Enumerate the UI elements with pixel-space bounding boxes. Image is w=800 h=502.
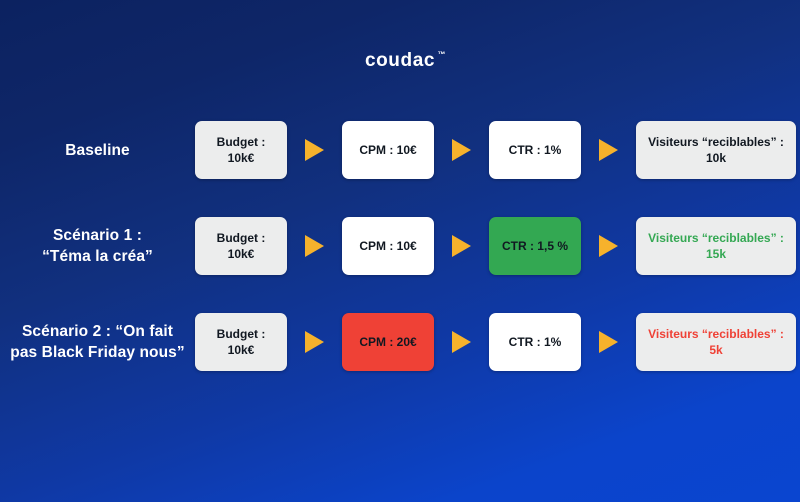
row-flow: Budget : 10k€ CPM : 10€ CTR : 1% Visiteu… <box>195 121 800 179</box>
cpm-card: CPM : 10€ <box>342 217 434 275</box>
result-title: Visiteurs “reciblables” : <box>648 327 784 341</box>
triangle-right-icon <box>452 235 471 257</box>
ctr-card: CTR : 1,5 % <box>489 217 581 275</box>
cpm-card: CPM : 10€ <box>342 121 434 179</box>
triangle-right-icon <box>599 139 618 161</box>
budget-card: Budget : 10k€ <box>195 121 287 179</box>
result-card: Visiteurs “reciblables” : 5k <box>636 313 796 371</box>
row-label: Scénario 1 :“Téma la créa” <box>42 227 153 265</box>
triangle-right-icon <box>599 331 618 353</box>
scenario-matrix: Baseline Budget : 10k€ CPM : 10€ CTR : 1… <box>0 110 800 398</box>
triangle-right-icon <box>599 235 618 257</box>
result-title: Visiteurs “reciblables” : <box>648 231 784 245</box>
brand-logo: coudac ™ <box>0 48 800 74</box>
result-card: Visiteurs “reciblables” : 10k <box>636 121 796 179</box>
triangle-right-icon <box>305 331 324 353</box>
brand-wordmark: coudac ™ <box>364 48 446 74</box>
result-value: 15k <box>705 247 727 261</box>
ctr-card: CTR : 1% <box>489 313 581 371</box>
result-value: 5k <box>709 343 723 357</box>
cpm-card: CPM : 20€ <box>342 313 434 371</box>
row-label: Baseline <box>65 141 130 159</box>
result-value: 10k <box>705 151 727 165</box>
triangle-right-icon <box>305 235 324 257</box>
scenario-row: Baseline Budget : 10k€ CPM : 10€ CTR : 1… <box>0 110 800 190</box>
budget-card: Budget : 10k€ <box>195 217 287 275</box>
triangle-right-icon <box>452 139 471 161</box>
result-card: Visiteurs “reciblables” : 15k <box>636 217 796 275</box>
row-label: Scénario 2 : “On fait pas Black Friday n… <box>10 323 185 361</box>
scenario-row: Scénario 1 :“Téma la créa” Budget : 10k€… <box>0 206 800 286</box>
budget-card: Budget : 10k€ <box>195 313 287 371</box>
triangle-right-icon <box>305 139 324 161</box>
result-title: Visiteurs “reciblables” : <box>648 135 784 149</box>
triangle-right-icon <box>452 331 471 353</box>
ctr-card: CTR : 1% <box>489 121 581 179</box>
brand-wordmark-text: coudac <box>364 50 436 71</box>
row-flow: Budget : 10k€ CPM : 10€ CTR : 1,5 % Visi… <box>195 217 800 275</box>
row-flow: Budget : 10k€ CPM : 20€ CTR : 1% Visiteu… <box>195 313 800 371</box>
scenario-row: Scénario 2 : “On fait pas Black Friday n… <box>0 302 800 382</box>
trademark-icon: ™ <box>437 50 447 59</box>
